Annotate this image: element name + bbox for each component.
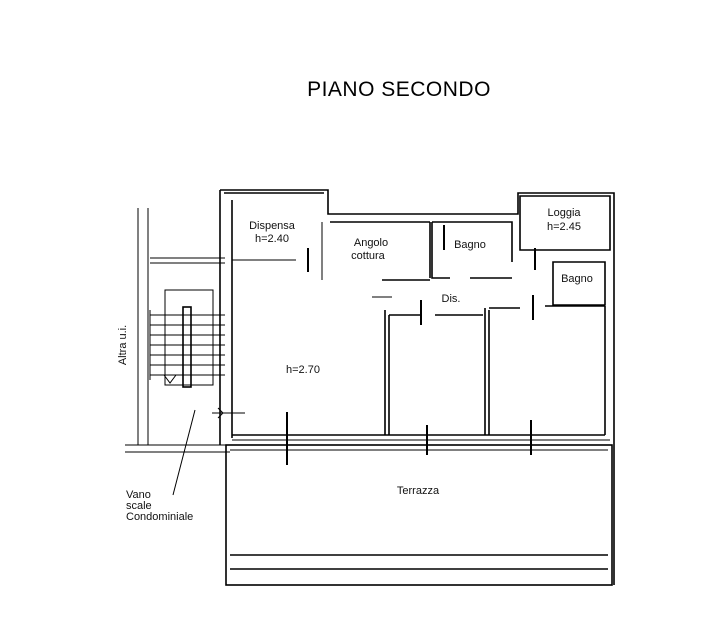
label-altra-ui: Altra u.i.: [117, 325, 129, 365]
label-condominiale: Condominiale: [126, 511, 193, 523]
entrance-arrow: [212, 407, 224, 419]
room-label-bagno-1: Bagno: [454, 239, 486, 251]
stair-arrow: [163, 374, 177, 384]
label-vano: Vano: [126, 489, 151, 501]
neighbor-unit-walls: [125, 208, 230, 453]
room-label-cottura: cottura: [351, 250, 386, 262]
apartment-walls: [219, 189, 615, 585]
room-height-soggiorno: h=2.70: [286, 364, 320, 376]
stair-handrail: [182, 306, 192, 388]
plan-title: PIANO SECONDO: [307, 78, 491, 101]
door-markers: [286, 225, 536, 465]
stairwell: [149, 257, 245, 496]
label-scale: scale: [126, 500, 152, 512]
room-height-dispensa: h=2.40: [255, 233, 289, 245]
room-label-loggia: Loggia: [547, 207, 581, 219]
room-label-bagno-2: Bagno: [561, 273, 593, 285]
room-label-dispensa: Dispensa: [249, 220, 296, 232]
room-label-angolo: Angolo: [354, 237, 388, 249]
terrace: [225, 444, 613, 586]
leader-line: [172, 409, 196, 496]
room-label-terrazza: Terrazza: [397, 485, 440, 497]
stair-steps: [149, 310, 225, 380]
room-height-loggia: h=2.45: [547, 221, 581, 233]
room-label-dis: Dis.: [442, 293, 461, 305]
